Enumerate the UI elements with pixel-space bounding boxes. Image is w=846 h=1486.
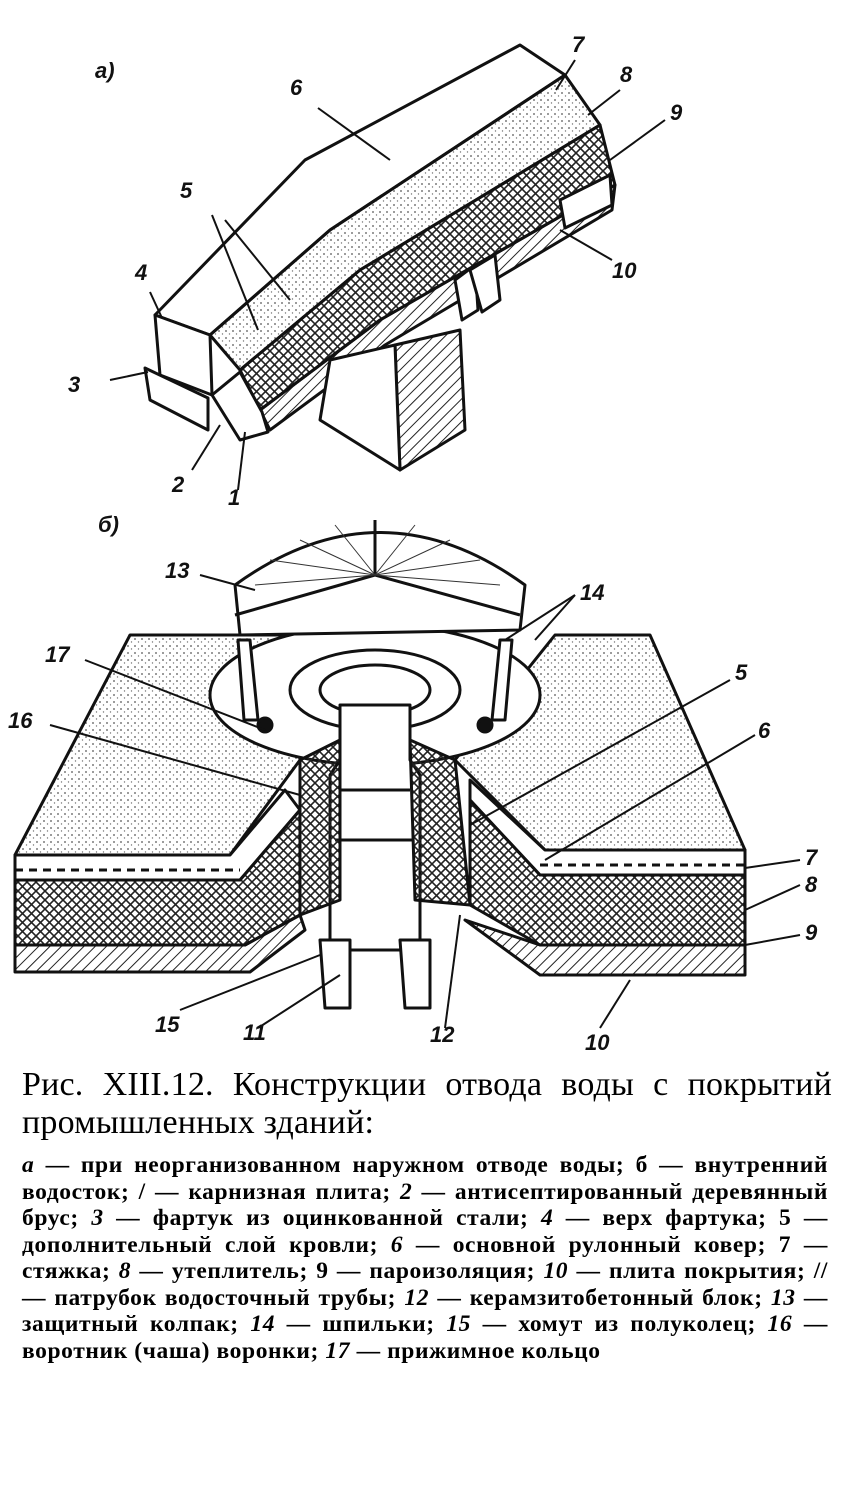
callout-a-3: 3 <box>68 372 80 397</box>
callout-b-16: 16 <box>8 708 33 733</box>
callout-a-9: 9 <box>670 100 683 125</box>
callout-a-6: 6 <box>290 75 303 100</box>
callout-b-13: 13 <box>165 558 189 583</box>
callout-a-2: 2 <box>171 472 185 497</box>
legend-item: / — карнизная плита; <box>138 1178 391 1205</box>
legend-item: 9 — пароизоляция; <box>316 1258 536 1284</box>
callout-b-11: 11 <box>243 1020 266 1045</box>
callout-a-7: 7 <box>572 32 586 57</box>
legend-item: 3 — фартук из оцинкованной стали; <box>91 1205 529 1231</box>
legend-item: 4 — верх фартука; <box>540 1205 767 1231</box>
legend-item: 14 — шпильки; <box>250 1311 435 1337</box>
panel-a-drawing <box>143 43 617 472</box>
callout-b-14: 14 <box>580 580 604 605</box>
legend-item: 2 — антисептированный деревянный брус; <box>22 1178 828 1232</box>
legend-item: 7 —стяжка; <box>22 1231 828 1285</box>
legend-item: 5 — дополнительный слой кровли; <box>22 1205 828 1258</box>
callout-b-9: 9 <box>805 920 818 945</box>
panel-b-callouts: б) 5 6 7 8 9 10 11 12 13 14 15 16 17 <box>8 512 819 1055</box>
legend-item: а — при неорганизованном наружном отводе… <box>22 1152 625 1178</box>
panel-a-leaders <box>109 59 666 491</box>
callout-b-10: 10 <box>585 1030 610 1055</box>
legend-item: 12 — керамзитобетонный блок; <box>404 1284 763 1311</box>
technical-drawing: а) 1 2 3 4 5 6 7 8 9 10 <box>8 32 819 1055</box>
callout-b-12: 12 <box>430 1022 455 1047</box>
legend-item: 16 — воротник (чаша) воронки; <box>22 1311 828 1364</box>
callout-b-15: 15 <box>155 1012 180 1037</box>
callout-b-7: 7 <box>805 845 819 870</box>
figure: а) 1 2 3 4 5 6 7 8 9 10 <box>8 32 819 1055</box>
legend-item: 6 — основной рулонный ковер; <box>390 1231 767 1258</box>
callout-a-1: 1 <box>228 485 240 510</box>
legend-item: 8 — утеплитель; <box>118 1258 308 1284</box>
legend-item: // — патрубок водосточный трубы; <box>22 1258 829 1311</box>
callout-b-6: 6 <box>758 718 771 743</box>
panel-a-label: а) <box>95 58 115 83</box>
callout-b-5: 5 <box>735 660 748 685</box>
legend-item: 15 — хомут из полуколец; <box>446 1311 756 1337</box>
panel-a-callouts: а) 1 2 3 4 5 6 7 8 9 10 <box>68 32 683 510</box>
panel-b-label: б) <box>98 512 119 537</box>
callout-a-8: 8 <box>620 62 633 87</box>
legend-item: 10 — плита покрытия; <box>543 1258 806 1284</box>
callout-a-10: 10 <box>612 258 637 283</box>
legend-item: 13 — защитный колпак; <box>22 1284 828 1338</box>
panel-b-leaders <box>49 574 801 1029</box>
caption-title: Рис. XIII.12. Конструкции отвода воды с … <box>22 1066 832 1141</box>
callout-a-5: 5 <box>180 178 193 203</box>
callout-a-4: 4 <box>134 260 147 285</box>
callout-b-8: 8 <box>805 872 818 897</box>
callout-b-17: 17 <box>45 642 71 667</box>
legend-item: 17 — прижимное кольцо <box>325 1337 601 1364</box>
caption-legend: а — при неорганизованном наружном отводе… <box>22 1152 828 1364</box>
panel-b-drawing <box>13 520 747 1010</box>
legend-item: б — внутренний водосток; <box>22 1152 828 1205</box>
cap-hatching <box>254 524 501 586</box>
